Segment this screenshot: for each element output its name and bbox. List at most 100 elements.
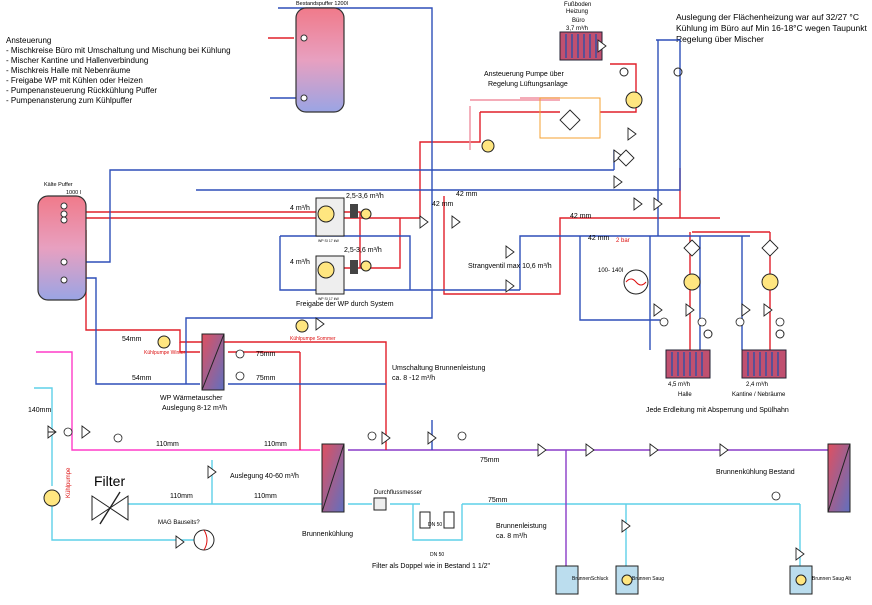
pump-control-label: Ansteuerung Pumpe über	[484, 71, 564, 78]
pipe-size-label: 42 mm	[432, 201, 454, 208]
control-note-item: - Freigabe WP mit Kühlen oder Heizen	[6, 76, 143, 85]
floor-heating-flow: 3,7 m³/h	[566, 26, 588, 32]
halle-floor-heating	[665, 349, 711, 379]
red-pipe	[480, 63, 637, 113]
dn50-filter-icon	[419, 511, 431, 529]
control-notes-title: Ansteuerung	[6, 36, 52, 45]
red-pipe	[179, 342, 200, 353]
bestandspuffer-label: Bestandspuffer 1200l	[296, 1, 348, 7]
pump-winter-label: Kühlpumpe Winter	[144, 350, 185, 356]
kantine-name-label: Kantine / Nebräume	[732, 392, 786, 398]
strangventil-label: Strangventil max 10,6 m³/h	[468, 263, 552, 270]
main-filter-icon	[91, 491, 129, 525]
flowmeter-icon	[373, 497, 387, 511]
brunnenkuehlung-bestand-label: Brunnenkühlung Bestand	[716, 469, 795, 476]
filter-double-label: Filter als Doppel wie in Bestand 1 1/2"	[372, 563, 491, 570]
red-pipe	[85, 230, 387, 450]
exchanger-design: Auslegung 8-12 m³/h	[162, 405, 227, 412]
switching-label: Umschaltung Brunnenleistung	[392, 365, 485, 372]
pipe-size-label: 54mm	[132, 375, 152, 382]
pipe-size-label: 42 mm	[456, 191, 478, 198]
brunnen-heat-exchanger	[321, 443, 345, 513]
heat-pump-top: WP SI 17 kW	[315, 197, 345, 243]
earth-lines-label: Jede Erdleitung mit Absperrung und Spülh…	[646, 407, 789, 414]
gauge-icon	[63, 317, 785, 501]
design-main-label: Auslegung 40-60 m³/h	[230, 473, 299, 480]
exchanger-title: WP Wärmetauscher	[160, 395, 223, 402]
flowmeter-label: Durchflussmesser	[374, 490, 422, 496]
expansion-vessel-icon	[625, 278, 647, 286]
design-note: Kühlung im Büro auf Min 16-18°C wegen Ta…	[676, 23, 867, 33]
floor-heating-title: Heizung	[566, 9, 588, 15]
design-notes: Auslegung der Flächenheizung war auf 32/…	[676, 12, 867, 45]
well-saug-alt	[789, 565, 813, 595]
blue-pipe	[579, 236, 743, 350]
floor-heating-buero: Fußboden Heizung Büro 3,7 m³/h	[559, 2, 603, 61]
pipe-size-label: 110mm	[264, 441, 287, 448]
pipe-size-label: 75mm	[480, 457, 500, 464]
filter-label: Filter	[94, 473, 125, 489]
pink-pipe	[36, 351, 320, 451]
pressure-label: 2 bar	[616, 238, 630, 244]
pipe-size-label: 75mm	[488, 497, 508, 504]
control-notes: Ansteuerung - Mischkreise Büro mit Umsch…	[6, 36, 231, 106]
blue-pipe	[279, 235, 750, 291]
blue-pipe	[86, 277, 200, 385]
well-label: Brunnen Saug	[632, 576, 664, 582]
pipe-size-label: 110mm	[170, 493, 193, 500]
kantine-floor-heating	[741, 349, 787, 379]
red-pipe	[443, 196, 720, 295]
red-pipe	[689, 232, 771, 350]
switching-label: ca. 8 -12 m³/h	[392, 375, 435, 382]
design-note: Auslegung der Flächenheizung war auf 32/…	[676, 12, 859, 22]
dn50-label: DN 50	[430, 552, 444, 558]
kaelte-volume-label: 1000 l	[66, 190, 81, 196]
floor-heating-title: Fußboden	[564, 2, 591, 8]
design-note: Regelung über Mischer	[676, 34, 764, 44]
hp-release-label: Freigabe der WP durch System	[296, 301, 394, 308]
pipe-network	[34, 7, 839, 568]
well-saug	[615, 565, 639, 595]
dn50-filter-icon	[443, 511, 455, 529]
blue-pipe	[649, 40, 701, 350]
hp-flow-bottom: 2,5-3,6 m³/h	[344, 247, 382, 254]
pipe-size-label: 75mm	[256, 351, 276, 358]
kaelte-puffer-tank: Kälte Puffer 1000 l	[37, 182, 87, 301]
halle-flow-label: 4,5 m³/h	[668, 382, 690, 388]
kaelte-puffer-label: Kälte Puffer	[44, 182, 73, 188]
pipe-size-label: 42 mm	[570, 213, 592, 220]
mixer-valve-icon	[559, 109, 779, 257]
well-power-label: ca. 8 m³/h	[496, 533, 527, 540]
well-schluck	[555, 565, 579, 595]
control-note-item: - Pumpenansteuerung Rückkühlung Puffer	[6, 86, 158, 95]
pump-icon	[43, 91, 779, 507]
heat-pump-bottom: WP SI 17 kW	[315, 255, 345, 301]
bestandspuffer-tank: Bestandspuffer 1200l	[295, 1, 348, 113]
halle-name-label: Halle	[678, 392, 692, 398]
pipe-size-label: 110mm	[156, 441, 179, 448]
wp-control-box	[350, 204, 358, 218]
wp-heat-exchanger	[201, 333, 225, 391]
brunnenkuehlung-label: Brunnenkühlung	[302, 531, 353, 538]
cyan-pipe	[34, 387, 200, 541]
wp-control-box	[350, 260, 358, 274]
control-note-item: - Mischkreis Halle mit Nebenräume	[6, 66, 131, 75]
pipe-size-label: 140mm	[28, 407, 52, 414]
well-power-label: Brunnenleistung	[496, 523, 547, 530]
duct-line	[539, 97, 601, 139]
mag-label: MAG Bauseits?	[158, 520, 200, 526]
red-pipe	[228, 351, 301, 450]
hp-pipe-top: 4 m³/h	[290, 205, 310, 212]
control-note-item: - Pumpenansterung zum Kühlpuffer	[6, 96, 133, 105]
hp-pipe-bottom: 4 m³/h	[290, 259, 310, 266]
heat-pump-model: WP SI 17 kW	[318, 239, 339, 243]
pipe-size-label: 42 mm	[588, 235, 610, 242]
pump-control-label: Regelung Lüftungsanlage	[488, 81, 568, 88]
mag-vessel-icon	[193, 529, 215, 551]
red-pipe	[419, 112, 481, 218]
kantine-flow-label: 2,4 m³/h	[746, 382, 768, 388]
pump-well-label: Kühlpumpe	[66, 467, 72, 498]
blue-pipe	[196, 39, 681, 191]
well-label: Brunnen Saug Alt	[812, 576, 852, 582]
pump-summer-label: Kühlpumpe Sommer	[290, 336, 336, 342]
